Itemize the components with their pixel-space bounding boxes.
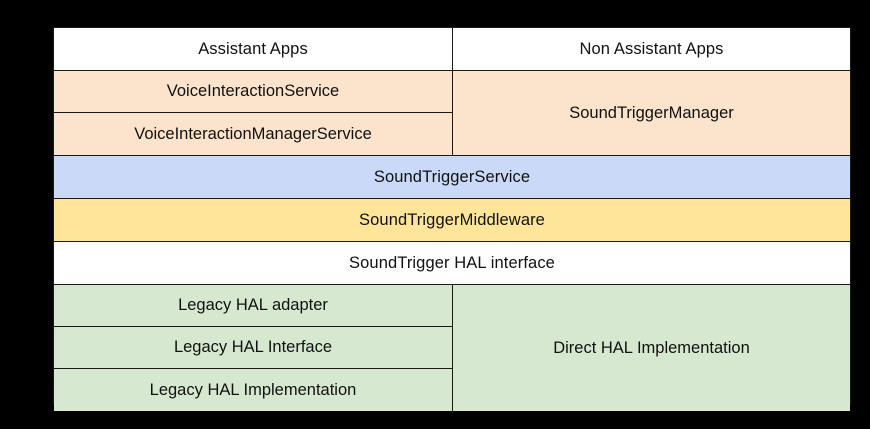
hal-layer-group: Legacy HAL adapter Legacy HAL Interface … xyxy=(54,285,850,411)
header-cell-assistant-apps: Assistant Apps xyxy=(54,28,453,70)
service-row: SoundTriggerService xyxy=(54,156,850,199)
cell-legacy-hal-interface: Legacy HAL Interface xyxy=(54,327,452,369)
cell-sound-trigger-middleware: SoundTriggerMiddleware xyxy=(54,199,850,241)
cell-voice-interaction-manager-service: VoiceInteractionManagerService xyxy=(54,113,452,155)
header-cell-non-assistant-apps: Non Assistant Apps xyxy=(453,28,850,70)
app-layer-left-stack: VoiceInteractionService VoiceInteraction… xyxy=(54,71,453,155)
cell-legacy-hal-adapter: Legacy HAL adapter xyxy=(54,285,452,327)
cell-sound-trigger-manager: SoundTriggerManager xyxy=(453,71,850,155)
cell-direct-hal-implementation: Direct HAL Implementation xyxy=(453,285,850,411)
app-layer-group: VoiceInteractionService VoiceInteraction… xyxy=(54,71,850,156)
cell-sound-trigger-hal-interface: SoundTrigger HAL interface xyxy=(54,242,850,284)
hal-interface-row: SoundTrigger HAL interface xyxy=(54,242,850,285)
cell-sound-trigger-service: SoundTriggerService xyxy=(54,156,850,198)
diagram-header-row: Assistant Apps Non Assistant Apps xyxy=(54,28,850,71)
cell-voice-interaction-service: VoiceInteractionService xyxy=(54,71,452,113)
hal-layer-left-stack: Legacy HAL adapter Legacy HAL Interface … xyxy=(54,285,453,411)
middleware-row: SoundTriggerMiddleware xyxy=(54,199,850,242)
soundtrigger-layer-diagram: Assistant Apps Non Assistant Apps VoiceI… xyxy=(53,27,851,411)
cell-legacy-hal-implementation: Legacy HAL Implementation xyxy=(54,369,452,411)
